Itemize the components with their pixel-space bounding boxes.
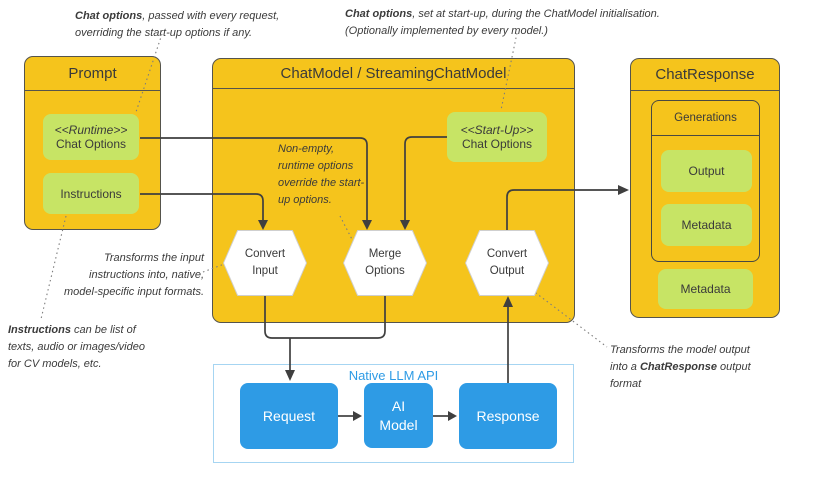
- response-metadata-label: Metadata: [680, 282, 731, 296]
- merge-options-annotation: Non-empty, runtime options override the …: [278, 143, 365, 207]
- generation-output-box: Output: [661, 150, 752, 192]
- prompt-title: Prompt: [25, 57, 160, 91]
- runtime-options-annotation-bold: Chat options: [75, 10, 143, 22]
- instructions-box: Instructions: [43, 173, 139, 214]
- generation-output-label: Output: [688, 164, 725, 178]
- chatmodel-title: ChatModel / StreamingChatModel: [213, 59, 574, 89]
- response-box: Response: [459, 383, 557, 449]
- instructions-annotation-bold: Instructions: [8, 324, 71, 336]
- ai-model-box: AI Model: [364, 383, 433, 448]
- convert-input-hexagon: Convert Input: [223, 230, 307, 296]
- ai-model-label: AI Model: [379, 398, 418, 433]
- startup-options-annotation: Chat options, set at start-up, during th…: [345, 6, 693, 40]
- convert-output-annotation-prefix: Transforms the model output into a: [610, 344, 750, 374]
- runtime-chat-options-box: <<Runtime>> Chat Options: [43, 114, 139, 160]
- generations-box: Generations: [651, 100, 760, 262]
- convert-output-hexagon: Convert Output: [465, 230, 549, 296]
- chatresponse-title: ChatResponse: [631, 59, 779, 91]
- generations-label: Generations: [652, 101, 759, 136]
- convert-output-annotation-bold: ChatResponse: [639, 361, 717, 374]
- runtime-stereotype: <<Runtime>>: [54, 123, 128, 137]
- convert-output-annotation-suffix: output format: [610, 361, 751, 391]
- startup-options-annotation-rest: , set at start-up, during the ChatModel …: [345, 8, 660, 38]
- runtime-options-annotation: Chat options, passed with every request,…: [75, 8, 299, 42]
- merge-options-hexagon: Merge Options: [343, 230, 427, 296]
- instructions-label: Instructions: [60, 186, 122, 201]
- native-llm-api-title: Native LLM API: [348, 368, 439, 383]
- startup-stereotype: <<Start-Up>>: [460, 123, 534, 137]
- convert-output-annotation: Transforms the model output into a ChatR…: [610, 342, 764, 393]
- instructions-annotation-rest: can be list of texts, audio or images/vi…: [8, 324, 145, 371]
- convert-input-label: Convert Input: [224, 231, 306, 295]
- runtime-options-annotation-rest: , passed with every request, overriding …: [75, 10, 280, 40]
- convert-output-label: Convert Output: [466, 231, 548, 295]
- generation-metadata-label: Metadata: [681, 218, 732, 232]
- request-box: Request: [240, 383, 338, 449]
- response-label: Response: [476, 407, 540, 424]
- response-metadata-box: Metadata: [658, 269, 753, 309]
- instructions-annotation: Instructions can be list of texts, audio…: [8, 322, 150, 373]
- startup-chat-options-box: <<Start-Up>> Chat Options: [447, 112, 547, 162]
- runtime-chat-options-label: Chat Options: [55, 137, 127, 151]
- startup-chat-options-label: Chat Options: [461, 137, 533, 151]
- generation-metadata-box: Metadata: [661, 204, 752, 246]
- arrowhead-chatresponse: [618, 185, 629, 195]
- merge-options-label: Merge Options: [344, 231, 426, 295]
- convert-input-annotation: Transforms the input instructions into, …: [64, 252, 204, 299]
- request-label: Request: [262, 407, 316, 424]
- startup-options-annotation-bold: Chat options: [345, 8, 413, 20]
